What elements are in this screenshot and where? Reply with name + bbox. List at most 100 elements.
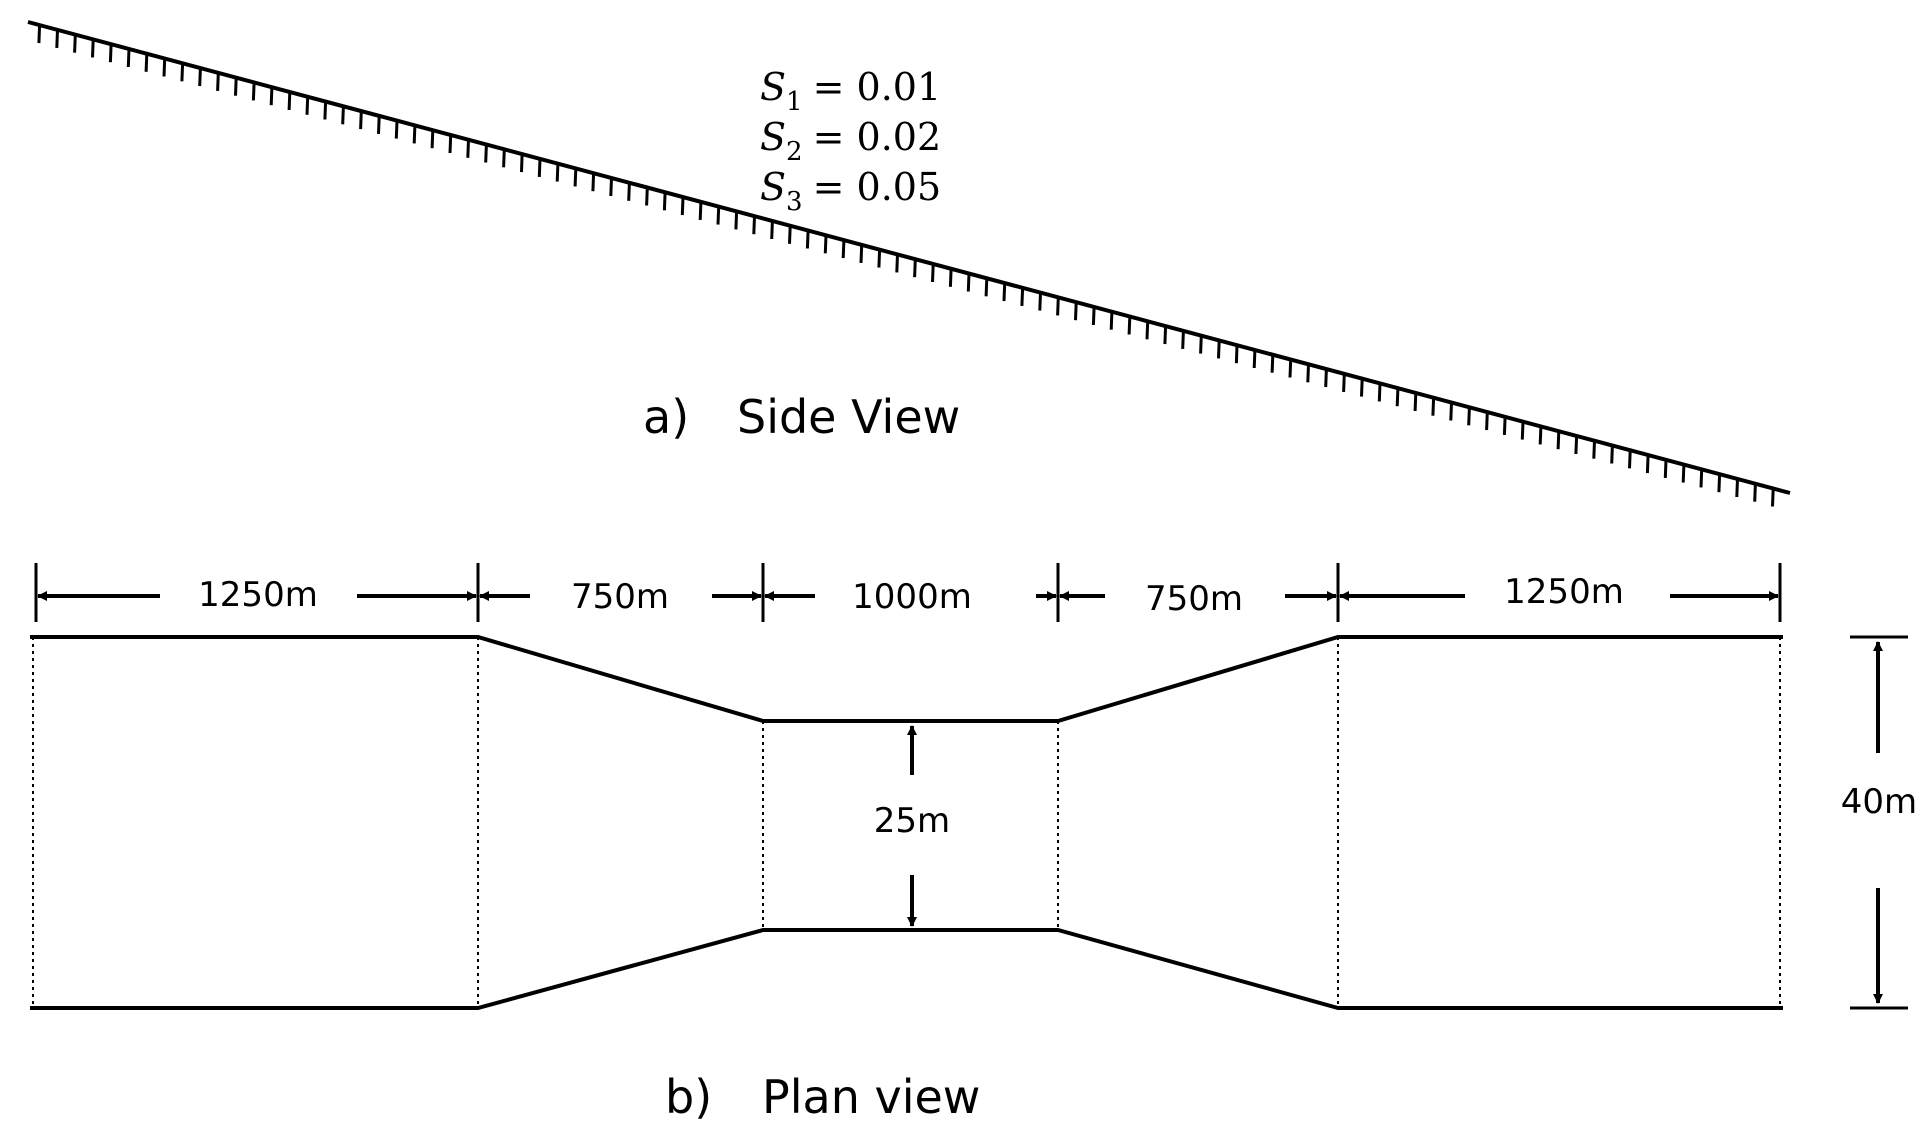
hatch-mark [502,149,506,168]
side-view-caption-letter: a) [643,390,689,444]
hatch-mark [984,278,989,297]
hatch-mark [877,249,882,268]
hatch-mark [805,230,810,249]
hatch-mark [448,134,453,154]
hatch-mark [55,29,59,48]
hatch-mark [1199,335,1203,354]
hatch-mark [752,216,756,235]
hatch-mark [537,158,542,177]
hatch-mark [662,192,667,211]
hatch-mark [216,72,220,91]
segment-length-label-2: 750m [571,577,669,617]
hatch-mark [1645,455,1650,474]
hatch-mark [1413,392,1418,412]
bed-slope-line [27,20,1791,495]
hatch-mark [73,34,77,53]
hatch-mark [1181,330,1185,349]
hatch-mark [1610,445,1614,464]
hatch-mark [680,197,685,216]
hatch-mark [234,77,238,96]
hatch-mark [108,44,113,63]
hatch-mark [1628,450,1632,469]
hatch-mark [430,130,435,149]
hatch-mark [1395,388,1400,407]
hatch-mark [1699,469,1704,488]
hatch-mark [37,25,42,44]
plan-view-caption: Plan view [762,1070,980,1124]
hatch-mark [1735,478,1739,498]
hatch-mark [520,154,524,173]
hatch-mark [1556,431,1561,450]
hatch-mark [1217,340,1221,359]
hatch-mark [359,111,363,130]
hatch-mark [323,101,328,120]
hatch-mark [627,182,631,201]
side-view: S1= 0.01 S2= 0.02 S3= 0.05 a) Side View [27,20,1791,507]
slope-label-2: S2= 0.02 [760,115,941,167]
channel-top-bank [30,635,1783,723]
hatch-mark [269,87,274,106]
hatch-mark [162,58,167,77]
hatch-mark [573,168,578,187]
narrow-width-label: 25m [874,801,950,841]
hatch-mark [841,240,846,259]
hatch-mark [1270,354,1275,373]
hatch-mark [1592,440,1596,459]
hatch-mark [1681,464,1686,483]
hatch-mark [734,211,739,230]
hatch-mark [591,173,596,192]
hatch-mark [716,206,721,225]
dimension-ticks [34,563,1782,622]
plan-view-caption-letter: b) [665,1070,712,1124]
hatch-mark [198,68,202,87]
hatch-mark [698,201,703,220]
hatch-mark [1360,378,1364,397]
hatch-mark [1020,287,1025,306]
plan-view: 1250m 750m 1000m 750m 1250m 40m 25m b) P… [30,563,1917,1124]
hatch-mark [1538,426,1543,445]
hatch-mark [1109,311,1114,330]
hatch-mark [1074,302,1078,321]
hatch-mark [1234,345,1239,364]
hatch-mark [788,225,792,244]
hatch-mark [1252,349,1257,369]
hatch-mark [1342,373,1346,392]
hatch-mark [251,82,256,101]
hatch-mark [609,177,613,197]
hatch-mark [341,106,345,125]
hatch-mark [895,254,899,273]
side-view-caption: Side View [737,390,960,444]
segment-length-label-3: 1000m [852,577,972,617]
wide-width-label: 40m [1841,782,1917,822]
slope-label-3: S3= 0.05 [760,165,941,217]
hatch-mark [1288,359,1293,378]
hatch-mark [91,39,95,58]
hatch-mark [770,220,774,240]
hatch-mark [931,263,935,283]
hatch-mark [126,48,131,68]
hatch-mark [555,163,560,182]
hatch-mark [1127,316,1132,335]
hatch-mark [412,125,417,144]
hatch-mark [1431,397,1436,416]
hatch-mark [1002,283,1007,302]
hatch-mark [645,187,649,206]
hatch-mark [144,53,149,72]
hatch-mark [966,273,971,292]
hatch-mark [913,259,917,278]
hatch-mark [1324,369,1328,388]
hatch-mark [394,120,399,139]
hatch-mark [1574,435,1579,455]
hatch-mark [484,144,488,163]
hatch-mark [1663,459,1668,478]
hatch-mark [1771,488,1775,507]
hatch-mark [1145,321,1150,340]
hatch-mark [859,244,864,263]
hatch-mark [466,139,470,158]
slope-label-1: S1= 0.01 [760,65,941,117]
segment-length-label-4: 750m [1145,579,1243,619]
hatch-mark [1449,402,1453,421]
wide-width-dimension [1850,635,1908,1010]
hatch-mark [1377,383,1382,402]
